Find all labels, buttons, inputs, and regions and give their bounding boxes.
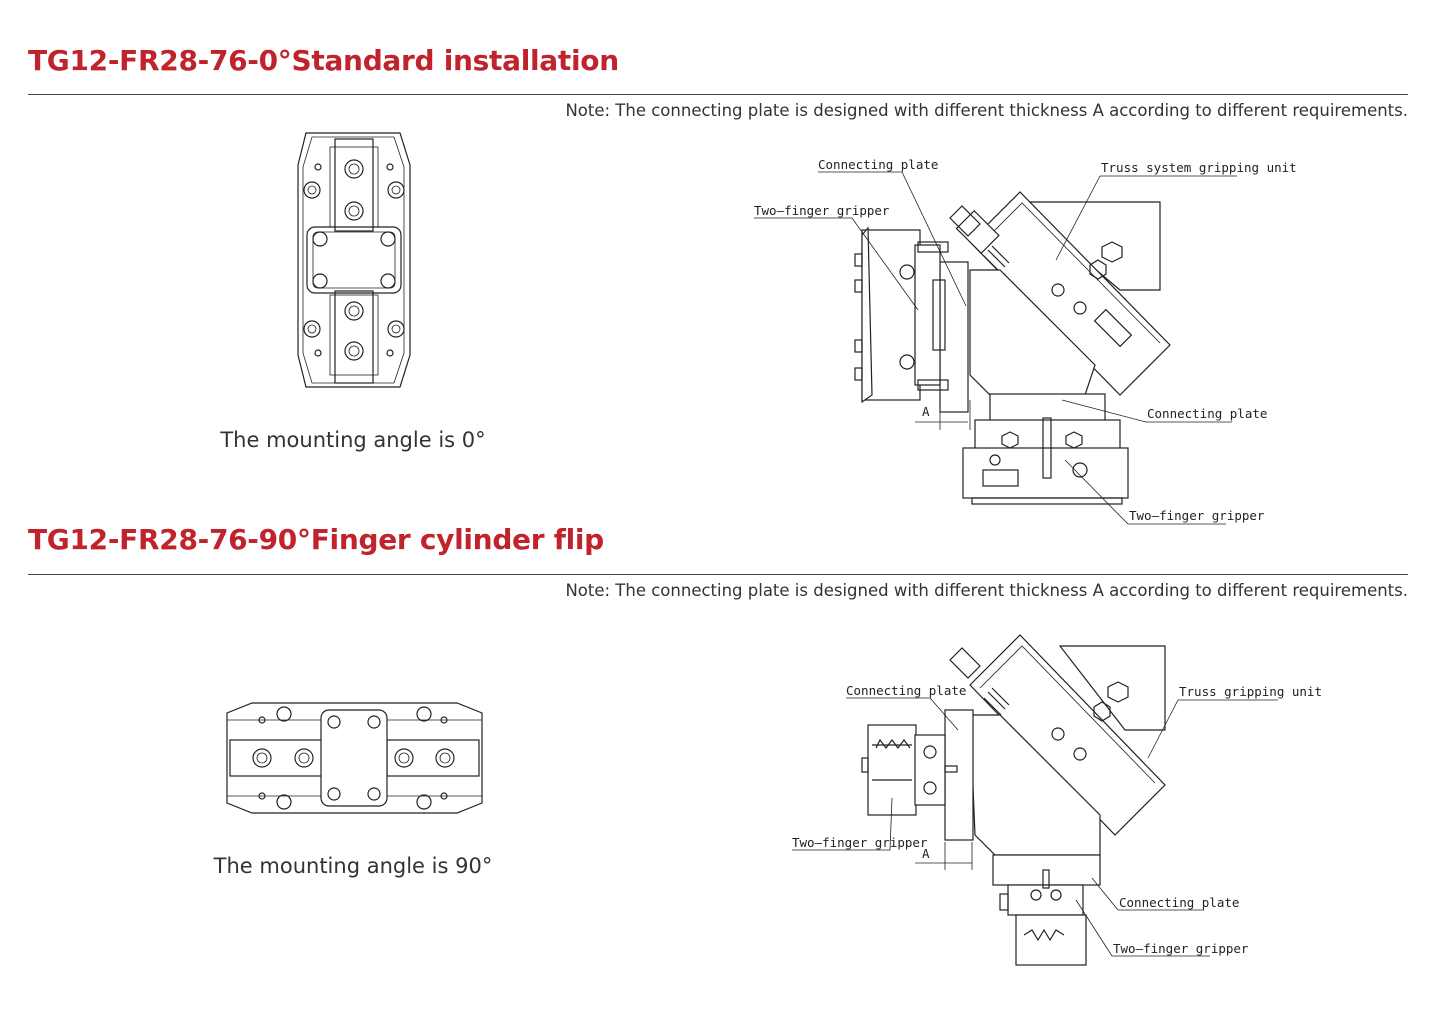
section-finger-cylinder-flip: TG12-FR28-76-90°Finger cylinder flip Not…: [0, 520, 1452, 1019]
label-truss-gripping-unit: Truss gripping unit: [1179, 684, 1322, 699]
label-connecting-plate-top: Connecting plate: [846, 683, 966, 698]
divider: [28, 574, 1408, 575]
label-connecting-plate-top: Connecting plate: [818, 157, 938, 172]
divider: [28, 94, 1408, 95]
top-view-drawing-0deg: [297, 132, 411, 388]
mounting-angle-caption: The mounting angle is 0°: [220, 428, 486, 452]
label-two-finger-gripper-bottom: Two–finger gripper: [1129, 508, 1265, 523]
section-standard-installation: TG12-FR28-76-0°Standard installation Not…: [28, 44, 1408, 525]
label-two-finger-gripper-left: Two–finger gripper: [792, 835, 928, 850]
assembly-drawing-0deg: A Connecting plate Two–finger gripper Tr…: [754, 157, 1297, 525]
thickness-note: Note: The connecting plate is designed w…: [565, 581, 1408, 600]
dimension-a-label: A: [922, 404, 930, 419]
mounting-angle-caption: The mounting angle is 90°: [213, 854, 493, 878]
assembly-drawing-90deg: A Connecting plate Truss gripping unit T…: [792, 634, 1322, 966]
section-title: TG12-FR28-76-90°Finger cylinder flip: [28, 523, 604, 556]
label-connecting-plate-right: Connecting plate: [1119, 895, 1239, 910]
label-connecting-plate-right: Connecting plate: [1147, 406, 1267, 421]
label-two-finger-gripper-bottom: Two–finger gripper: [1113, 941, 1249, 956]
label-truss-system-gripping-unit: Truss system gripping unit: [1101, 160, 1297, 175]
label-two-finger-gripper-left: Two–finger gripper: [754, 203, 890, 218]
thickness-note: Note: The connecting plate is designed w…: [565, 101, 1408, 120]
top-view-drawing-90deg: [226, 702, 483, 814]
section-title: TG12-FR28-76-0°Standard installation: [28, 44, 619, 77]
dimension-a-label: A: [922, 846, 930, 861]
